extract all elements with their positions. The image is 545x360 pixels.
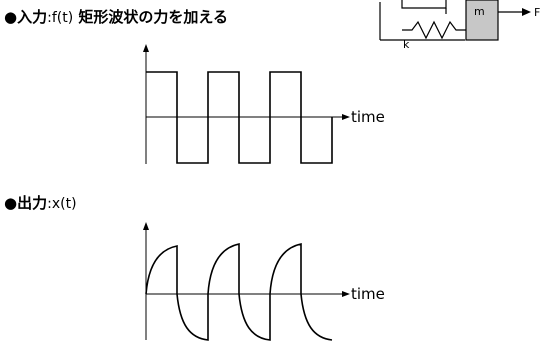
input-y-arrow-icon — [143, 44, 149, 52]
output-bullet: ● — [4, 194, 18, 212]
mass-block — [465, 0, 499, 41]
input-x-arrow-icon — [342, 114, 350, 120]
output-label: 出力 — [17, 194, 48, 212]
output-graph: time — [143, 222, 385, 341]
force-arrow-icon — [522, 8, 531, 16]
spring-icon — [402, 20, 466, 40]
spring-label: k — [403, 38, 410, 51]
input-heading: ●入力:f(t) 矩形波状の力を加える — [4, 6, 228, 27]
input-signal: :f(t) — [47, 10, 74, 26]
input-time-label: time — [351, 108, 385, 126]
damper-outline — [401, 0, 447, 9]
output-y-arrow-icon — [143, 222, 149, 230]
output-signal: :x(t) — [47, 196, 77, 212]
input-graph: time — [143, 44, 385, 164]
response-curve — [145, 243, 333, 341]
output-heading: ●出力:x(t) — [4, 192, 77, 213]
output-time-label: time — [351, 285, 385, 303]
square-wave-line — [146, 71, 333, 164]
mass-spring-diagram: m F k — [379, 0, 540, 51]
input-description: 矩形波状の力を加える — [78, 8, 228, 26]
output-x-arrow-icon — [342, 291, 350, 297]
input-bullet: ● — [4, 8, 18, 26]
mass-label: m — [474, 5, 485, 18]
input-label: 入力 — [17, 8, 48, 26]
force-label: F — [534, 6, 540, 19]
